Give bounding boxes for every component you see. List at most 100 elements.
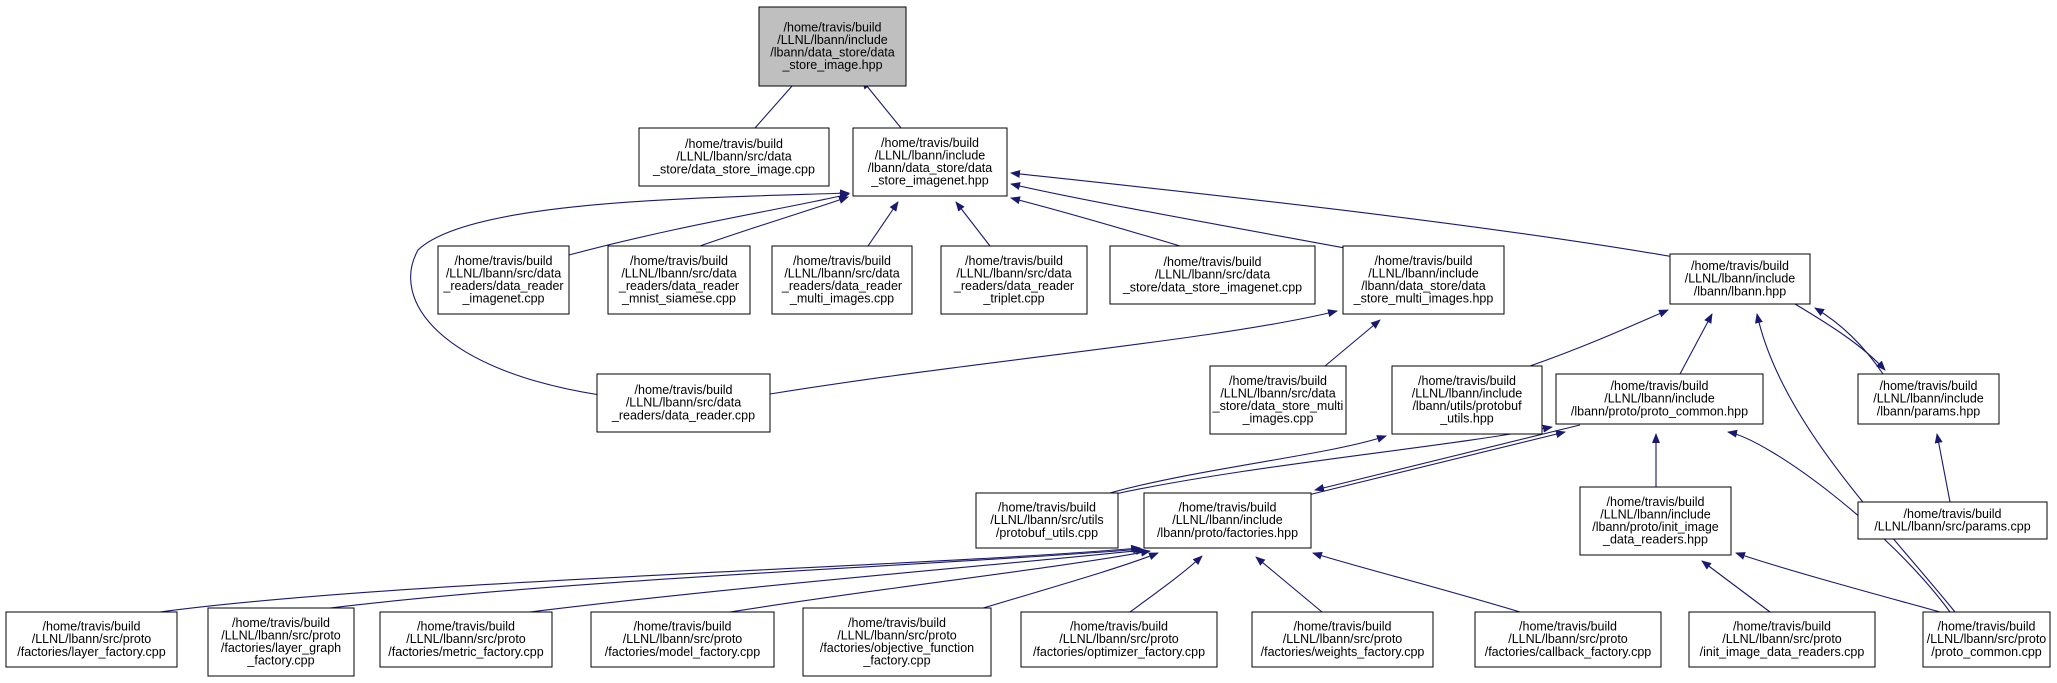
node-proto_common_hpp[interactable]: /home/travis/build/LLNL/lbann/include/lb… [1555,373,1764,425]
node-params_cpp[interactable]: /home/travis/build/LLNL/lbann/src/params… [1857,501,2048,540]
edge-objective_factory-to-factories_hpp [969,552,1159,613]
node-label-line: /LLNL/lbann/src/data [784,266,899,280]
node-factories_hpp[interactable]: /home/travis/build/LLNL/lbann/include/lb… [1143,492,1312,549]
node-proto_common_cpp[interactable]: /home/travis/build/LLNL/lbann/src/proto/… [1922,611,2051,668]
node-dsi_cpp[interactable]: /home/travis/build/LLNL/lbann/src/data_s… [638,127,830,187]
edge-data_reader-to-dsin_hpp [410,189,850,396]
node-metric_factory[interactable]: /home/travis/build/LLNL/lbann/src/proto/… [379,611,553,668]
node-label-line: /home/travis/build [793,254,891,268]
node-label-line: /lbann/data_store/data [770,46,894,60]
node-label-line: /LLNL/lbann/src/proto [1059,632,1179,646]
node-params_hpp[interactable]: /home/travis/build/LLNL/lbann/include/lb… [1857,373,2000,425]
edge-lbann_hpp-to-dsin_hpp [1010,169,1681,259]
node-label-line: /home/travis/build [1070,620,1168,634]
node-label-line: _readers/data_reader [953,279,1074,293]
node-label-line: /home/travis/build [1375,254,1473,268]
edges [159,76,1956,613]
node-label-line: _store/data_store_multi [1212,399,1344,413]
node-optimizer_factory[interactable]: /home/travis/build/LLNL/lbann/src/proto/… [1020,611,1218,668]
node-label-line: /LLNL/lbann/src/utils [990,513,1103,527]
edge-layer_graph_factory-to-factories_hpp [329,545,1143,609]
node-box [1857,501,2048,540]
edge-proto_common_cpp-to-proto_common_hpp [1727,429,1951,613]
node-label-line: _store/data_store_imagenet.cpp [1122,280,1302,294]
node-pb_utils_hpp[interactable]: /home/travis/build/LLNL/lbann/include/lb… [1391,365,1543,435]
edge-params_cpp-to-params_hpp [1934,433,1951,503]
node-box [975,492,1119,549]
node-box [802,607,992,677]
edge-dsmi_hpp-to-dsin_hpp [1010,182,1351,250]
node-dr_multi[interactable]: /home/travis/build/LLNL/lbann/src/data_r… [771,245,913,315]
node-label-line: /LLNL/lbann/src/data [1220,386,1335,400]
node-label-line: _factory.cpp [246,654,314,668]
node-label-line: /factories/metric_factory.cpp [388,645,543,659]
node-label-line: /LLNL/lbann/src/proto [623,632,743,646]
node-box [1143,492,1312,549]
node-objective_factory[interactable]: /home/travis/build/LLNL/lbann/src/proto/… [802,607,992,677]
node-label-line: /lbann/proto/init_image [1592,520,1719,534]
edge-data_reader-to-dsmi_hpp [769,309,1338,395]
edge-proto_common_hpp-to-lbann_hpp [1679,313,1713,375]
node-box [379,611,553,668]
node-label-line: /LLNL/lbann/src/proto [32,632,152,646]
node-box [1474,611,1662,668]
node-callback_factory[interactable]: /home/travis/build/LLNL/lbann/src/proto/… [1474,611,1662,668]
node-label-line: /LLNL/lbann/include [1600,507,1711,521]
node-label-line: /LLNL/lbann/include [777,33,888,47]
node-dsin_cpp[interactable]: /home/travis/build/LLNL/lbann/src/data_s… [1109,245,1316,305]
node-layer_graph_factory[interactable]: /home/travis/build/LLNL/lbann/src/proto/… [207,607,355,677]
node-label-line: /LLNL/lbann/include [1368,266,1479,280]
node-init_idr_hpp[interactable]: /home/travis/build/LLNL/lbann/include/lb… [1579,486,1732,556]
edge-pb_utils_hpp-to-lbann_hpp [1529,309,1669,367]
edge-proto_common_cpp-to-init_idr_hpp [1735,552,1941,613]
node-dsmi_cpp[interactable]: /home/travis/build/LLNL/lbann/src/data_s… [1209,365,1347,435]
node-label-line: _triplet.cpp [982,292,1044,306]
node-box [1391,365,1543,435]
node-label-line: /home/travis/build [1164,255,1262,269]
node-label-line: /home/travis/build [232,616,330,630]
node-model_factory[interactable]: /home/travis/build/LLNL/lbann/src/proto/… [590,611,775,668]
node-label-line: /LLNL/lbann/src/data [626,396,741,410]
node-label-line: /LLNL/lbann/src/data [676,150,791,164]
node-box [638,127,830,187]
node-layer_factory[interactable]: /home/travis/build/LLNL/lbann/src/proto/… [5,611,178,668]
node-label-line: /LLNL/lbann/src/data [1155,268,1270,282]
node-box [437,245,570,315]
node-dr_triplet[interactable]: /home/travis/build/LLNL/lbann/src/data_r… [940,245,1088,315]
node-label-line: _mnist_siamese.cpp [621,292,736,306]
edge-proto_common_hpp-to-factories_hpp [1314,424,1581,492]
node-dsin_hpp[interactable]: /home/travis/build/LLNL/lbann/include/lb… [852,127,1008,197]
node-label-line: /home/travis/build [685,137,783,151]
node-label-line: _store_imagenet.hpp [870,174,988,188]
node-init_idr_cpp[interactable]: /home/travis/build/LLNL/lbann/src/proto/… [1688,611,1876,668]
node-box [590,611,775,668]
node-label-line: /protobuf_utils.cpp [996,526,1098,540]
node-label-line: /home/travis/build [1179,501,1277,515]
node-weights_factory[interactable]: /home/travis/build/LLNL/lbann/src/proto/… [1251,611,1434,668]
node-box [1020,611,1218,668]
node-box [1109,245,1316,305]
node-label-line: /LLNL/lbann/src/params.cpp [1874,520,2030,534]
node-box [207,607,355,677]
node-label-line: /LLNL/lbann/src/data [621,266,736,280]
node-box [1342,245,1505,315]
node-lbann_hpp[interactable]: /home/travis/build/LLNL/lbann/include/lb… [1669,253,1811,305]
edge-lbann_hpp-to-params_hpp [1794,303,1886,371]
nodes: /home/travis/build/LLNL/lbann/include/lb… [5,6,2051,677]
node-label-line: /home/travis/build [1294,620,1392,634]
node-dr_imagenet[interactable]: /home/travis/build/LLNL/lbann/src/data_r… [437,245,570,315]
node-box [771,245,913,315]
node-box [1251,611,1434,668]
node-label-line: /home/travis/build [848,616,946,630]
node-label-line: _factory.cpp [862,654,930,668]
node-dsmi_hpp[interactable]: /home/travis/build/LLNL/lbann/include/lb… [1342,245,1505,315]
node-dr_mnist[interactable]: /home/travis/build/LLNL/lbann/src/data_r… [607,245,751,315]
node-pb_utils_cpp[interactable]: /home/travis/build/LLNL/lbann/src/utils/… [975,492,1119,549]
node-label-line: _multi_images.cpp [789,292,894,306]
node-label-line: _readers/data_reader [442,279,563,293]
node-label-line: /lbann/params.hpp [1877,404,1981,418]
node-root[interactable]: /home/travis/build/LLNL/lbann/include/lb… [758,6,907,87]
node-box [1555,373,1764,425]
node-data_reader[interactable]: /home/travis/build/LLNL/lbann/src/data_r… [596,373,771,433]
node-label-line: /LLNL/lbann/include [1412,386,1523,400]
